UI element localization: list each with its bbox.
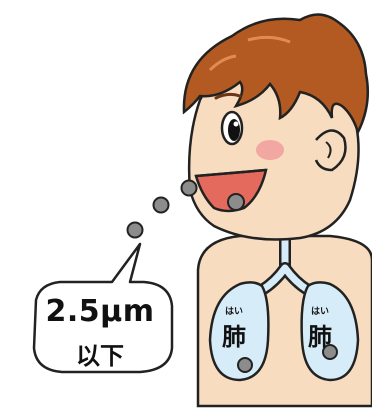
left-lung-label: はい 肺 [214,304,254,352]
right-lung-label: はい 肺 [300,304,340,352]
pupil [228,119,240,141]
particle-size-label: 2.5μm [32,294,168,329]
boy-face-illustration [184,14,368,239]
right-lung-kanji: 肺 [300,317,340,352]
lung-particle-left [238,358,252,372]
cheek [256,140,284,160]
left-lung-kanji: 肺 [214,317,254,352]
right-lung-ruby: はい [300,304,340,317]
left-lung-ruby: はい [214,304,254,317]
particle-size-qualifier: 以下 [32,336,168,371]
